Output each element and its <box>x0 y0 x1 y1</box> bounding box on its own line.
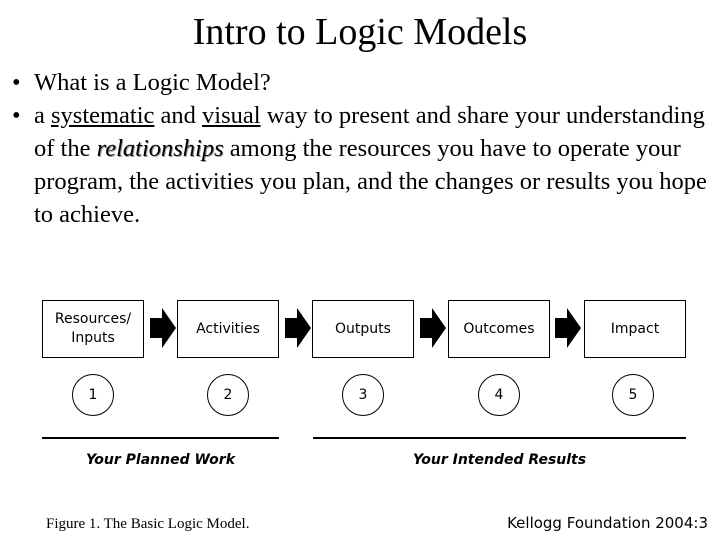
group-label-planned: Your Planned Work <box>85 452 236 468</box>
divider-intended <box>313 437 686 439</box>
box-outputs: Outputs <box>312 300 414 358</box>
text-run: a <box>34 102 51 129</box>
step-number-2: 2 <box>207 374 249 416</box>
box-impact: Impact <box>584 300 686 358</box>
step-number-4: 4 <box>478 374 520 416</box>
bullet-list: • What is a Logic Model? • a systematic … <box>12 66 712 231</box>
text-run: and <box>154 102 203 129</box>
citation: Kellogg Foundation 2004:3 <box>507 514 708 532</box>
text-run: among the resources you have to operate … <box>34 135 707 228</box>
arrow-right-icon <box>555 308 581 348</box>
box-outcomes: Outcomes <box>448 300 550 358</box>
arrow-right-icon <box>285 308 311 348</box>
slide-title: Intro to Logic Models <box>192 11 528 53</box>
box-activities: Activities <box>177 300 279 358</box>
arrow-right-icon <box>150 308 176 348</box>
step-number-5: 5 <box>612 374 654 416</box>
arrow-right-icon <box>420 308 446 348</box>
underlined-term: visual <box>202 102 261 129</box>
bullet-marker: • <box>12 102 21 129</box>
group-label-intended: Your Intended Results <box>412 452 587 468</box>
box-label: Impact <box>610 320 660 337</box>
bullet-text: a systematic and visual way to present a… <box>34 99 712 231</box>
box-label: Outputs <box>335 320 391 337</box>
bullet-text: What is a Logic Model? <box>34 69 271 96</box>
box-resources: Resources/ Inputs <box>42 300 144 358</box>
emphasized-term: relationships <box>96 135 224 162</box>
box-label: Outcomes <box>463 320 535 337</box>
step-number-1: 1 <box>72 374 114 416</box>
box-label: Activities <box>196 320 260 337</box>
bullet-item: • What is a Logic Model? <box>12 66 712 99</box>
box-label: Resources/ Inputs <box>54 311 132 346</box>
underlined-term: systematic <box>51 102 155 129</box>
bullet-item: • a systematic and visual way to present… <box>12 99 712 231</box>
figure-caption: Figure 1. The Basic Logic Model. <box>46 516 250 532</box>
text-run: way to present and share your understand… <box>34 102 705 162</box>
step-number-3: 3 <box>342 374 384 416</box>
divider-planned <box>42 437 279 439</box>
bullet-marker: • <box>12 69 21 96</box>
